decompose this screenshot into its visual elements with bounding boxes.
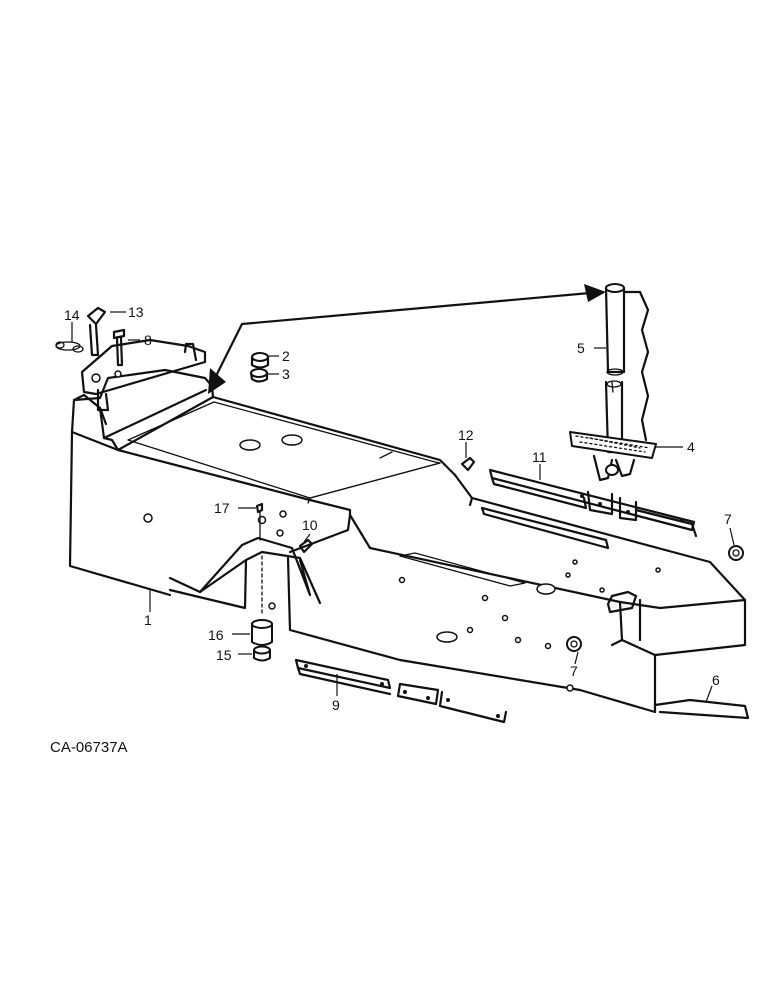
reference-arrow [208,284,606,394]
bushings [249,352,270,383]
rail-11 [488,468,698,538]
callout-2: 2 [282,348,290,364]
callout-9: 9 [332,697,340,713]
callout-8: 8 [144,332,152,348]
nut-7a [728,545,744,561]
callout-7b: 7 [570,663,578,679]
callout-10: 10 [302,517,318,533]
figure-code: CA-06737A [50,739,128,756]
callout-labels: 1 2 3 4 5 6 7 7 8 9 10 11 12 13 14 15 16… [50,304,732,756]
callout-14: 14 [64,307,80,323]
step-assembly [569,283,657,482]
callout-16: 16 [208,627,224,643]
skid-plate-6 [653,698,750,720]
callout-13: 13 [128,304,144,320]
callout-5: 5 [577,340,585,356]
isolator-mount [251,502,273,662]
clip-12 [460,456,476,472]
bracket-9 [294,658,508,724]
callout-6: 6 [712,672,720,688]
slide-rail-mid [480,506,610,550]
callout-11: 11 [532,449,547,465]
callout-1: 1 [144,612,152,628]
callout-7a: 7 [724,511,732,527]
nut-7b [566,636,582,652]
callout-4: 4 [687,439,695,455]
clip-10 [298,538,314,554]
callout-3: 3 [282,366,290,382]
main-frame [68,368,747,714]
leaders [71,311,735,703]
hitch-pin-group [55,306,207,412]
callout-12: 12 [458,427,474,443]
callout-15: 15 [216,647,232,663]
callout-17: 17 [214,500,230,516]
